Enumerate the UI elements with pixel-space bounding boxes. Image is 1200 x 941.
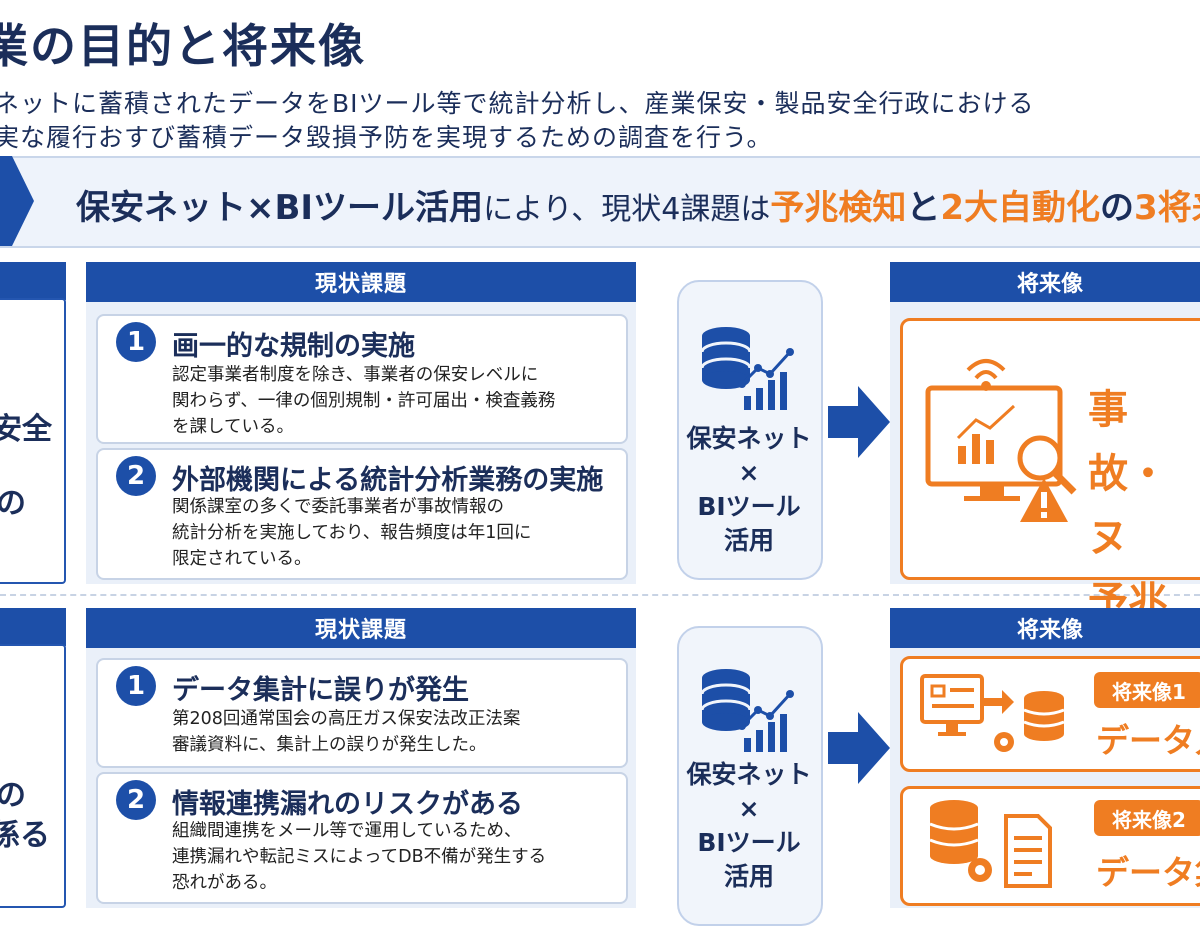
section-divider xyxy=(0,594,1200,596)
issue-card xyxy=(96,314,628,444)
banner-part-4: と xyxy=(906,188,941,228)
issue-card xyxy=(96,658,628,768)
left-header-bottom xyxy=(0,608,66,646)
lead-line-2: 実な履行おすび蓄積データ毀損予防を実現するための調査を行う。 xyxy=(0,123,773,152)
tool-label-2: 保安ネット × BIツール 活用 xyxy=(686,760,812,891)
data-aggregation-icon xyxy=(929,800,1052,888)
tool-pill-1 xyxy=(677,280,823,580)
issue-card xyxy=(96,448,628,580)
page-title: 業の目的と将来像 xyxy=(0,19,366,73)
banner-part-2: により、現状4課題は xyxy=(483,192,771,227)
issue-body: 組織間連携をメール等で運用しているため、 連携漏れや転記ミスによってDB不備が発… xyxy=(172,821,547,893)
banner-part-6: の xyxy=(1100,188,1135,228)
tool-label-1: 保安ネット × BIツール 活用 xyxy=(686,424,812,555)
left-box-bottom xyxy=(0,644,66,908)
data-input-icon xyxy=(920,674,1065,752)
lead-line-1: ネットに蓄積されたデータをBIツール等で統計分析し、産業保安・製品安全行政におけ… xyxy=(0,89,1035,118)
issue-title: 画一的な規制の実施 xyxy=(172,331,415,362)
issue-title: データ集計に誤りが発生 xyxy=(172,675,469,706)
database-analytics-icon xyxy=(700,669,794,752)
issue-body: 認定事業者制度を除き、事業者の保安レベルに 関わらず、一律の個別規制・許可届出・… xyxy=(172,365,556,437)
issue-number: 2 xyxy=(116,780,156,820)
monitor-warning-icon xyxy=(925,359,1077,522)
chevron-right-icon xyxy=(0,156,34,246)
issue-number: 1 xyxy=(116,666,156,706)
banner-part-3: 予兆検知 xyxy=(770,188,907,228)
issue-body: 第208回通常国会の高圧ガス保安法改正法案 審議資料に、集計上の誤りが発生した。 xyxy=(172,709,521,755)
current-issues-header-1: 現状課題 xyxy=(86,262,636,302)
issue-body: 関係課室の多くで委託事業者が事故情報の 統計分析を実施しており、報告頻度は年1回… xyxy=(172,497,532,569)
left-header-top xyxy=(0,262,66,300)
issue-title: 情報連携漏れのリスクがある xyxy=(172,789,523,820)
left-box-top xyxy=(0,298,66,584)
future-label: データ入 xyxy=(1096,721,1200,760)
current-issues-header-2: 現状課題 xyxy=(86,608,636,648)
issue-number: 2 xyxy=(116,456,156,496)
issue-card xyxy=(96,772,628,904)
banner-text: 保安ネット×BIツール活用により、現状4課題は予兆検知と2大自動化の3将来像 xyxy=(76,180,1200,229)
banner-part-5: 2大自動化 xyxy=(940,188,1101,228)
arrow-right-icon xyxy=(828,712,890,784)
issue-title: 外部機関による統計分析業務の実施 xyxy=(172,465,604,496)
database-analytics-icon xyxy=(700,327,794,410)
summary-banner xyxy=(0,156,1200,248)
arrow-right-icon xyxy=(828,386,890,458)
left-top-line-1: 安全 xyxy=(0,412,52,447)
future-badge: 将来像1 xyxy=(1094,672,1200,708)
issue-number: 1 xyxy=(116,322,156,362)
future-label: データ集 xyxy=(1096,853,1200,892)
left-top-line-2: の xyxy=(0,486,26,521)
future-header-1: 将来像 xyxy=(890,262,1200,302)
left-bottom-line-1: の xyxy=(0,778,26,813)
tool-pill-2 xyxy=(677,626,823,926)
left-bottom-line-2: 係る xyxy=(0,818,50,853)
banner-part-1: 保安ネット×BIツール活用 xyxy=(76,188,484,228)
future-header-2: 将来像 xyxy=(890,608,1200,648)
banner-part-7: 3将来像 xyxy=(1134,188,1200,228)
future-badge: 将来像2 xyxy=(1094,800,1200,836)
